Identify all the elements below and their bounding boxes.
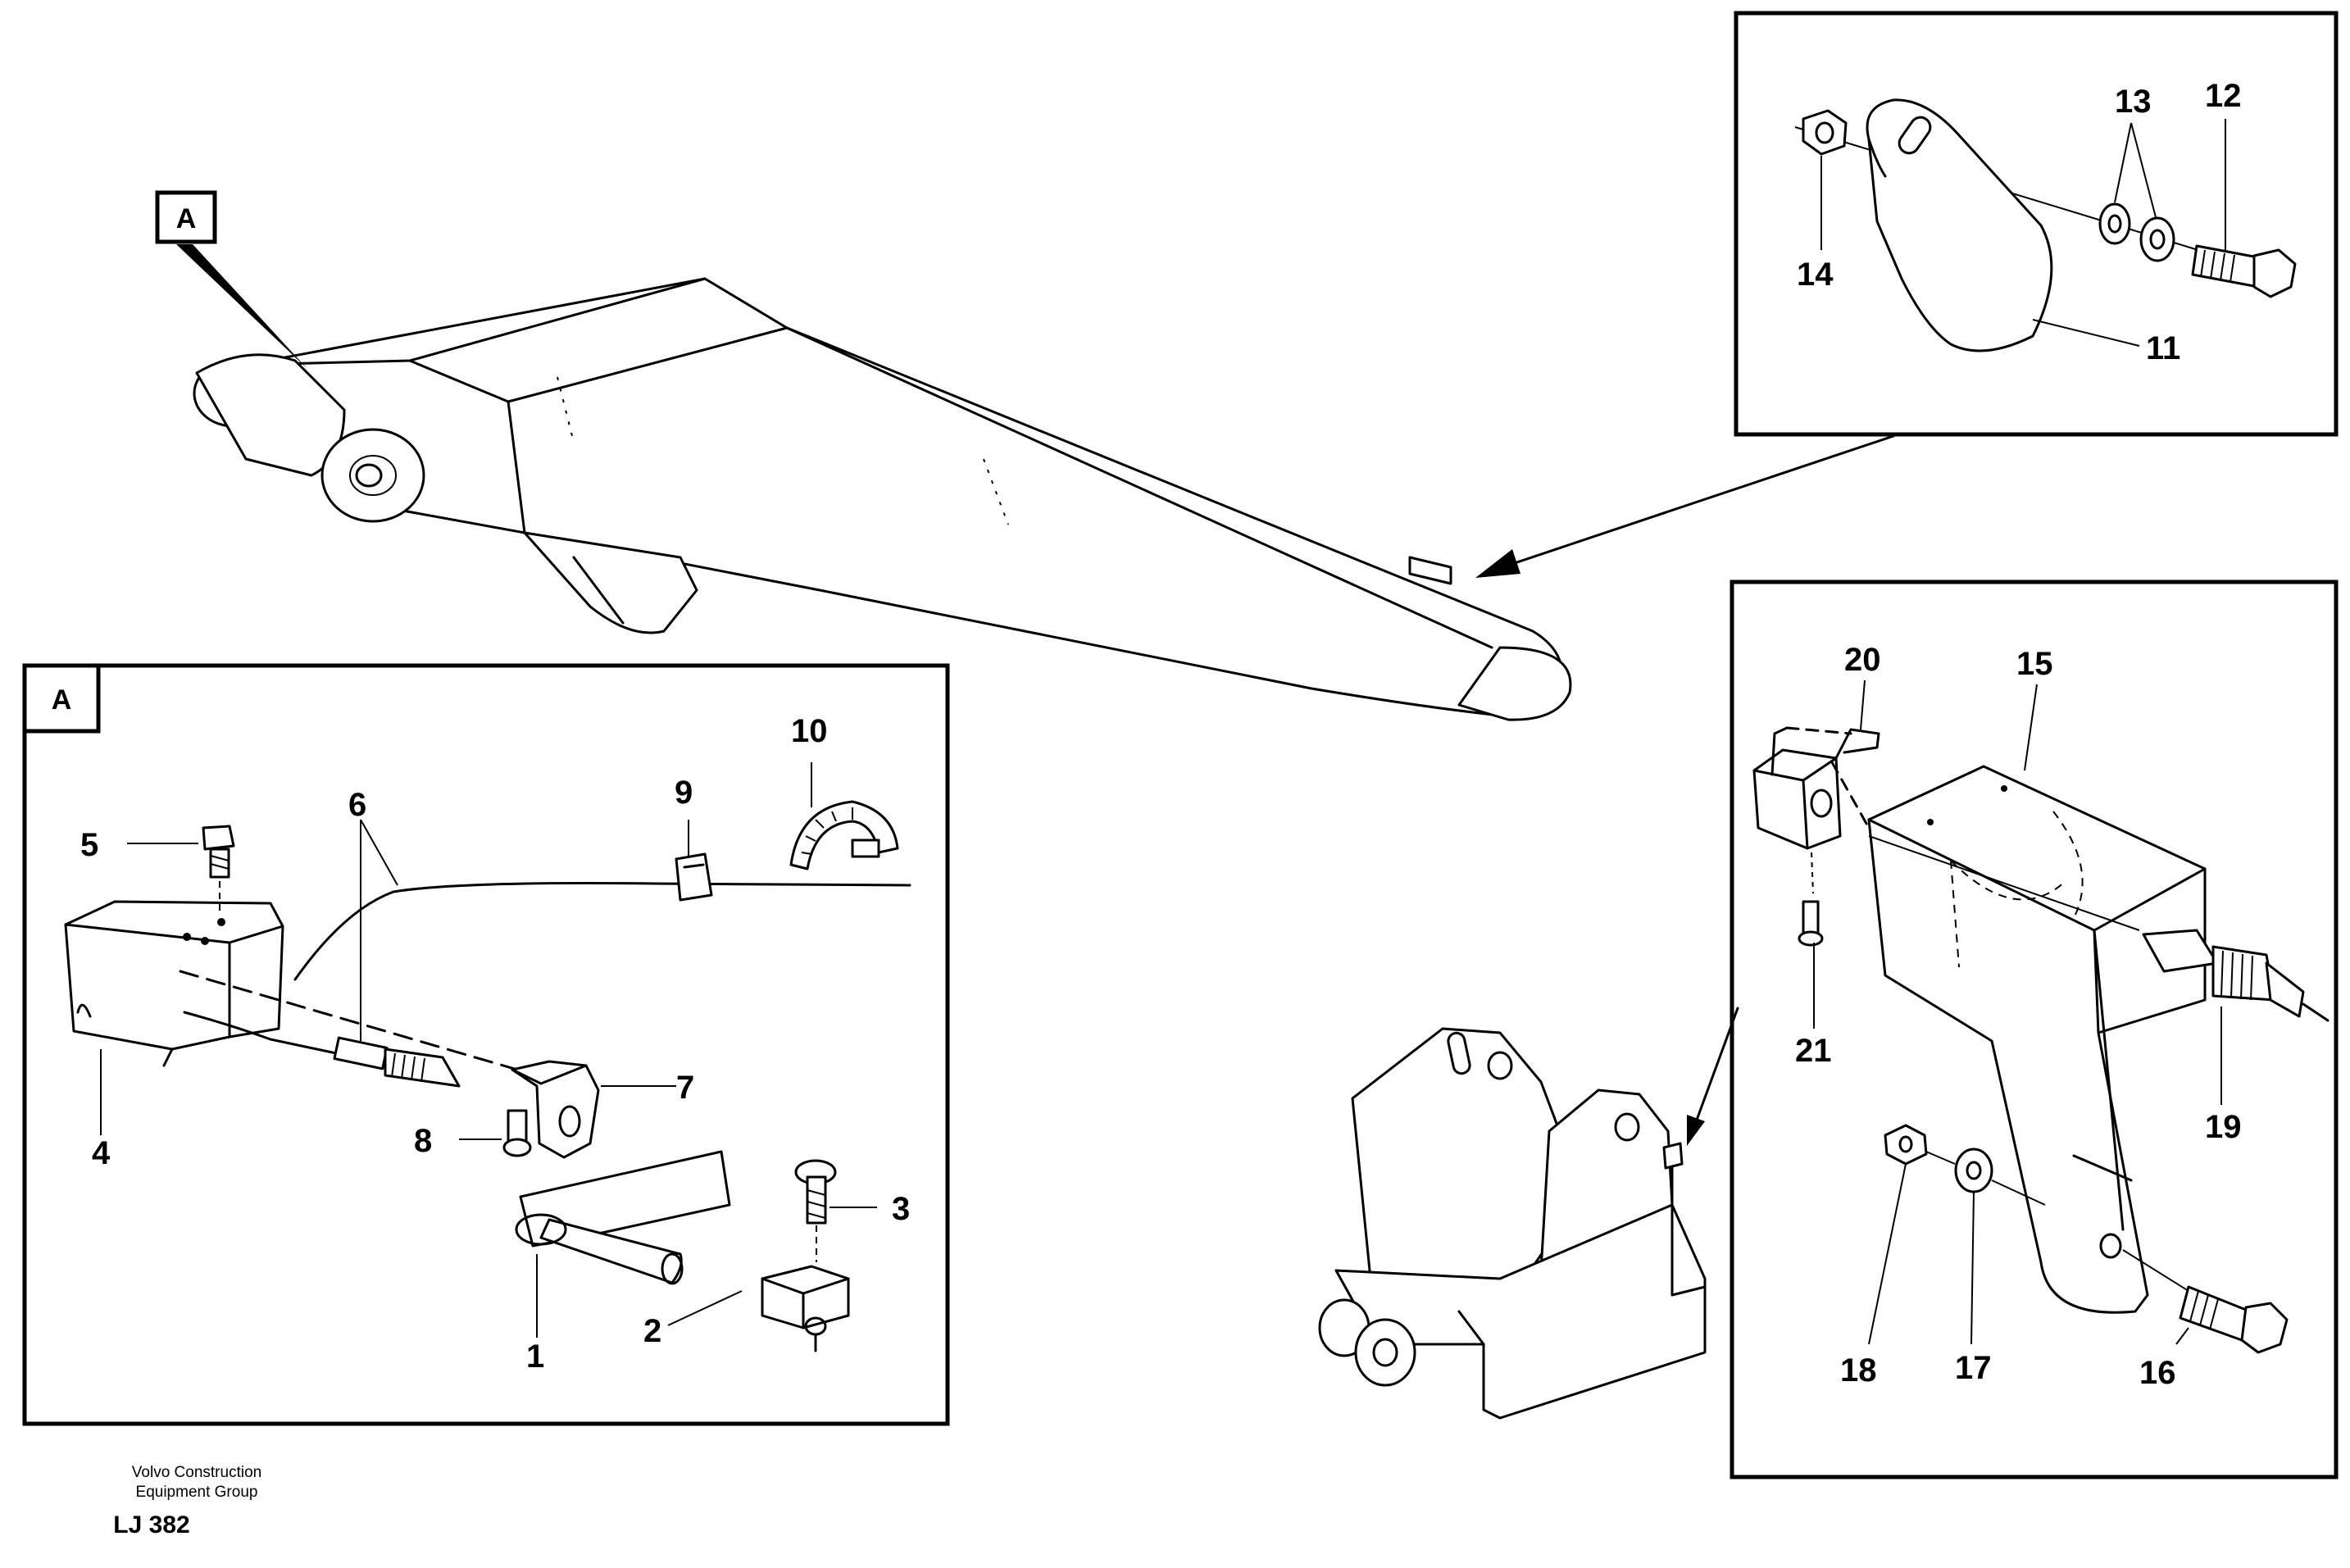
- detail-a-panel: A: [22, 663, 950, 1426]
- bolt-5: [202, 825, 235, 914]
- sensor-cover: [64, 900, 284, 1067]
- bolt-12: [2191, 244, 2297, 298]
- callout-a-main: A: [155, 190, 307, 369]
- cable-clip-9: [675, 852, 713, 902]
- bolt-8: [502, 1109, 532, 1157]
- detail-a-label: A: [52, 684, 72, 716]
- part-num-6: 6: [348, 787, 366, 823]
- mount-bracket-7: [511, 1060, 600, 1159]
- part-num-12: 12: [2205, 78, 2242, 114]
- part-num-21: 21: [1795, 1033, 1832, 1069]
- bolt-3: [794, 1159, 837, 1262]
- part-num-2: 2: [643, 1313, 661, 1349]
- leaders-a: [100, 762, 877, 1338]
- part-num-19: 19: [2205, 1109, 2242, 1145]
- washer-17: [1954, 1148, 1993, 1193]
- part-num-13: 13: [2115, 84, 2152, 120]
- part-num-10: 10: [791, 713, 828, 749]
- company-line-1: Volvo Construction: [132, 1464, 261, 1481]
- callout-a-main-label: A: [176, 203, 197, 234]
- bolt-16: [2179, 1285, 2289, 1354]
- part-num-14: 14: [1797, 257, 1834, 293]
- nut-18: [1884, 1124, 1928, 1166]
- part-num-16: 16: [2139, 1355, 2176, 1391]
- part-num-8: 8: [414, 1123, 432, 1159]
- boom-arm: [193, 277, 1572, 721]
- drawing-code: LJ 382: [113, 1511, 189, 1538]
- part-num-3: 3: [892, 1191, 910, 1227]
- bracket-20: [1752, 726, 1880, 850]
- footer: Volvo Construction Equipment Group LJ 38…: [113, 1464, 261, 1538]
- washers-13: [2098, 202, 2175, 262]
- part-num-1: 1: [526, 1338, 544, 1375]
- bracket-15: [1867, 765, 2207, 1314]
- sensor-19: [1868, 835, 2330, 1022]
- part-num-18: 18: [1840, 1352, 1877, 1388]
- proximity-sensor: [183, 1011, 461, 1088]
- cable-strap-10: [789, 800, 899, 870]
- loader-frame: [1318, 1007, 1739, 1420]
- part-num-4: 4: [92, 1135, 111, 1171]
- detail-top-right-panel: 13 12 14 11: [1734, 11, 2339, 437]
- part-num-11: 11: [2146, 330, 2180, 366]
- part-num-17: 17: [1955, 1350, 1992, 1386]
- part-num-5: 5: [80, 827, 98, 863]
- plate-11: [1866, 98, 2053, 352]
- part-num-9: 9: [675, 775, 693, 811]
- arrow-to-boom: [1475, 434, 1895, 578]
- screw-21: [1798, 852, 1824, 947]
- part-num-7: 7: [676, 1070, 694, 1106]
- clamp-block: [761, 1265, 850, 1352]
- detail-bottom-right-panel: 20 15 21 19 18 17 16: [1730, 579, 2339, 1479]
- part-num-20: 20: [1844, 642, 1881, 678]
- company-line-2: Equipment Group: [136, 1484, 258, 1501]
- nut-14: [1802, 109, 1848, 156]
- part-num-15: 15: [2016, 646, 2053, 682]
- mounting-bar: [515, 1150, 731, 1285]
